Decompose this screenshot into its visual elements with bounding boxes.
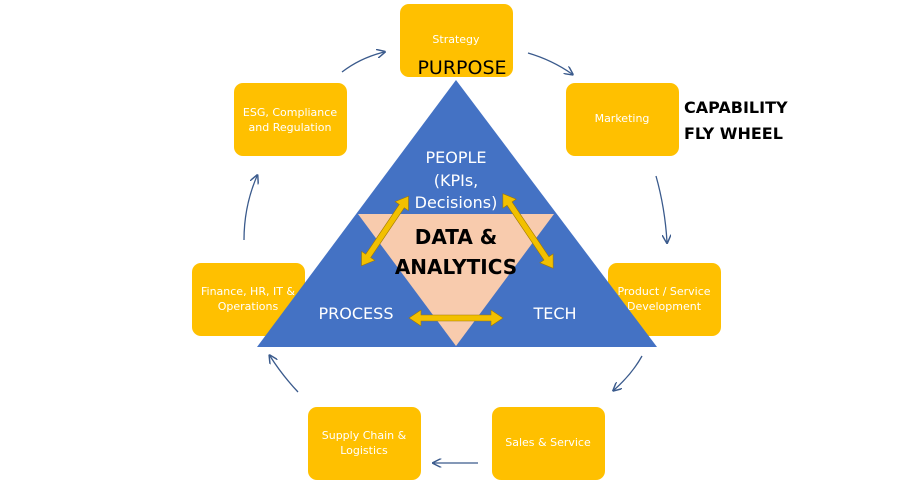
box-product-label-line1: Product / Service — [617, 285, 710, 298]
capability-title-line1: CAPABILITY — [684, 98, 788, 117]
people-label: PEOPLE (KPIs, Decisions) — [415, 148, 498, 212]
purpose-label: PURPOSE — [417, 57, 506, 79]
arrow-process-tech — [408, 309, 504, 327]
box-strategy: Strategy — [400, 4, 513, 77]
cycle-arrow-marketing-to-product — [655, 175, 667, 242]
box-sales: Sales & Service — [492, 407, 605, 480]
cycle-arrow-finance-to-esg — [243, 176, 257, 241]
people-label-line1: PEOPLE — [425, 148, 486, 167]
box-finance: Finance, HR, IT & Operations — [192, 263, 305, 336]
cycle-arrow-product-to-sales — [614, 355, 643, 390]
box-esg-label-line1: ESG, Compliance — [243, 106, 337, 119]
arrow-people-tech — [502, 193, 554, 269]
box-supply-label-line2: Logistics — [340, 444, 388, 457]
box-marketing: Marketing — [566, 83, 679, 156]
box-supply-label-line1: Supply Chain & — [322, 429, 407, 442]
box-esg: ESG, Compliance and Regulation — [234, 83, 347, 156]
box-supply: Supply Chain & Logistics — [308, 407, 421, 480]
cycle-arrows — [243, 52, 667, 463]
center-label-line2: ANALYTICS — [395, 255, 517, 279]
main-triangle — [257, 80, 657, 347]
capability-title-line2: FLY WHEEL — [684, 124, 783, 143]
inner-triangle — [358, 214, 554, 346]
people-label-line3: Decisions) — [415, 193, 498, 212]
box-marketing-label: Marketing — [595, 112, 650, 125]
process-label: PROCESS — [319, 304, 394, 323]
center-label-line1: DATA & — [415, 225, 498, 249]
box-finance-label-line1: Finance, HR, IT & — [201, 285, 295, 298]
box-product-label-line2: Development — [627, 300, 702, 313]
tech-label: TECH — [532, 304, 576, 323]
box-esg-label-line2: and Regulation — [249, 121, 332, 134]
box-product: Product / Service Development — [608, 263, 721, 336]
box-strategy-label: Strategy — [432, 33, 480, 46]
people-label-line2: (KPIs, — [434, 171, 479, 190]
cycle-arrow-strategy-to-marketing — [527, 52, 572, 74]
box-finance-label-line2: Operations — [218, 300, 279, 313]
cycle-arrow-esg-to-strategy — [341, 52, 384, 73]
box-sales-label: Sales & Service — [505, 436, 591, 449]
arrow-people-process — [361, 195, 409, 267]
cycle-arrow-supply-to-finance — [270, 356, 299, 393]
